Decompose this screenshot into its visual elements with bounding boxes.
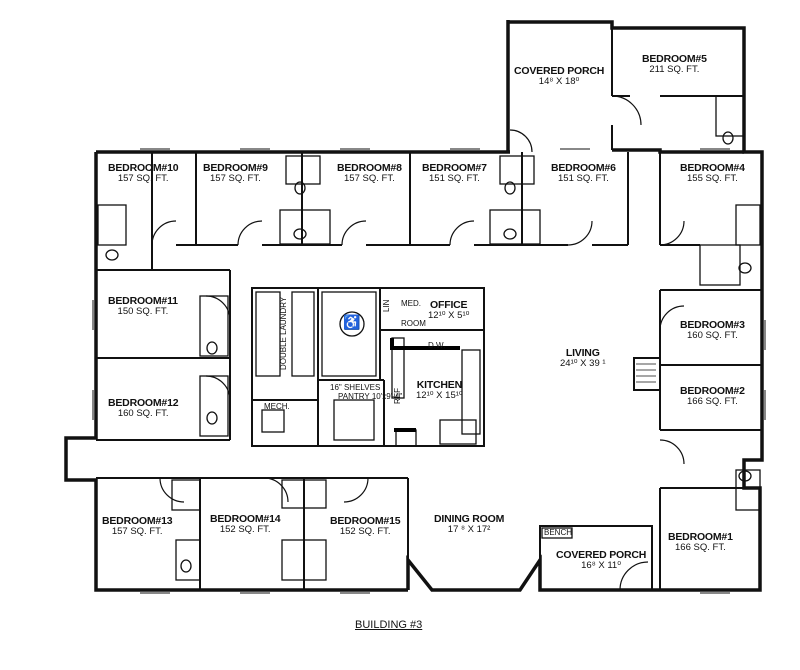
bedroom14-name: BEDROOM#14 [210,513,281,525]
bedroom6-area: 151 SQ. FT. [558,173,609,185]
bedroom10-area: 157 SQ. FT. [117,173,169,185]
shelves-label: 16" SHELVES [330,383,381,392]
kitchen-label: KITCHEN 12¹⁰ X 15¹⁰ [416,379,463,402]
covered-porch-top-dims: 14⁸ X 18⁰ [538,76,580,88]
living-name: LIVING [565,347,600,359]
bedroom10-label: BEDROOM#10 157 SQ. FT. [108,162,179,185]
bedroom3-label: BEDROOM#3 160 SQ. FT. [680,319,745,342]
drawing-caption: BUILDING #3 [355,619,423,631]
bedroom4-name: BEDROOM#4 [680,162,745,174]
bedroom13-label: BEDROOM#13 157 SQ. FT. [102,515,173,538]
bedroom10-name: BEDROOM#10 [108,162,179,174]
bedroom11-name: BEDROOM#11 [108,295,178,307]
interior-walls [96,28,762,591]
office-label: OFFICE 12¹⁰ X 5¹⁰ [428,299,470,322]
bedroom11-area: 150 SQ. FT. [117,306,169,318]
office-dims: 12¹⁰ X 5¹⁰ [428,310,470,322]
dw-label: D.W. [428,341,446,350]
bedroom7-name: BEDROOM#7 [422,162,487,174]
bedroom15-name: BEDROOM#15 [330,515,401,527]
lin-label: LIN [382,299,391,312]
bedroom2-name: BEDROOM#2 [680,385,745,397]
bedroom9-name: BEDROOM#9 [203,162,268,174]
bedroom5-name: BEDROOM#5 [642,53,707,65]
office-name: OFFICE [430,299,468,311]
bench-label: BENCH [544,528,573,537]
windows [92,148,766,594]
bedroom6-name: BEDROOM#6 [551,162,616,174]
bedroom11-label: BEDROOM#11 150 SQ. FT. [108,295,178,318]
covered-porch-bottom-dims: 16⁸ X 11⁰ [581,560,622,572]
mech-label: MECH. [264,402,290,411]
bedroom1-area: 166 SQ. FT. [675,542,726,554]
bedroom12-area: 160 SQ. FT. [117,408,169,420]
bedroom3-name: BEDROOM#3 [680,319,745,331]
pantry-dims: 10'x9'-4" [371,392,403,401]
bedroom5-label: BEDROOM#5 211 SQ. FT. [642,53,707,76]
dining-name: DINING ROOM [434,513,505,525]
bedroom1-label: BEDROOM#1 166 SQ. FT. [668,531,733,554]
bedroom15-area: 152 SQ. FT. [339,526,391,538]
bedroom7-area: 151 SQ. FT. [429,173,480,185]
pantry-name: PANTRY [338,392,370,401]
bedroom13-name: BEDROOM#13 [102,515,173,527]
bedroom14-area: 152 SQ. FT. [219,524,271,536]
fireplace-hatch [636,363,656,383]
bedroom9-label: BEDROOM#9 157 SQ. FT. [203,162,268,185]
bedroom12-name: BEDROOM#12 [108,397,179,409]
kitchen-counters [390,338,460,432]
bedroom6-label: BEDROOM#6 151 SQ. FT. [551,162,616,185]
kitchen-name: KITCHEN [416,379,462,391]
bedroom4-area: 155 SQ. FT. [687,173,738,185]
dining-dims: 17 ⁸ X 17² [447,524,491,536]
laundry-label: DOUBLE LAUNDRY [279,296,288,370]
ref-label: REF [393,388,402,404]
bedroom3-area: 160 SQ. FT. [687,330,738,342]
bedroom2-label: BEDROOM#2 166 SQ. FT. [680,385,745,408]
bedroom15-label: BEDROOM#15 152 SQ. FT. [330,515,401,538]
room-label: ROOM [401,319,426,328]
bedroom8-name: BEDROOM#8 [337,162,402,174]
bedroom4-label: BEDROOM#4 155 SQ. FT. [680,162,745,185]
living-label: LIVING 24¹⁰ X 39 ¹ [560,347,606,370]
bedroom1-name: BEDROOM#1 [668,531,733,543]
bedroom12-label: BEDROOM#12 160 SQ. FT. [108,397,179,420]
covered-porch-bottom-label: COVERED PORCH 16⁸ X 11⁰ [556,549,647,572]
covered-porch-bottom-name: COVERED PORCH [556,549,647,561]
bedroom9-area: 157 SQ. FT. [210,173,261,185]
dining-label: DINING ROOM 17 ⁸ X 17² [434,513,505,536]
wheelchair-accessible-icon: ♿ [343,314,361,330]
covered-porch-top-label: COVERED PORCH 14⁸ X 18⁰ [514,65,605,88]
pantry-label: PANTRY 10'x9'-4" [338,392,403,401]
bedroom7-label: BEDROOM#7 151 SQ. FT. [422,162,487,185]
bedroom5-area: 211 SQ. FT. [649,64,700,76]
kitchen-dims: 12¹⁰ X 15¹⁰ [416,390,463,402]
bedroom8-area: 157 SQ. FT. [344,173,395,185]
bedroom13-area: 157 SQ. FT. [111,526,163,538]
bedroom14-label: BEDROOM#14 152 SQ. FT. [210,513,281,536]
living-dims: 24¹⁰ X 39 ¹ [560,358,606,370]
med-label: MED. [401,299,421,308]
covered-porch-top-name: COVERED PORCH [514,65,605,77]
bedroom2-area: 166 SQ. FT. [687,396,738,408]
bedroom8-label: BEDROOM#8 157 SQ. FT. [337,162,402,185]
bathroom-fixtures [97,95,761,581]
